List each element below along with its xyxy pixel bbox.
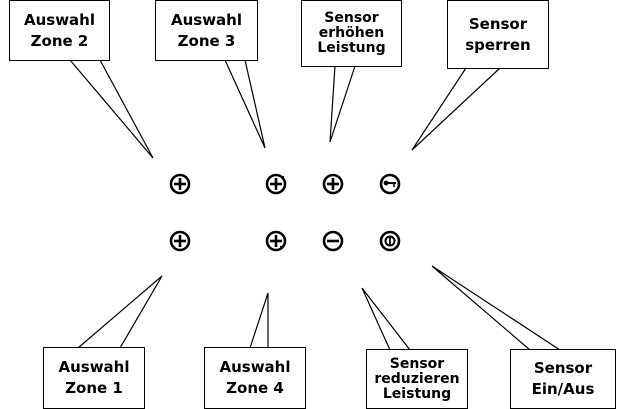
zone-1-select-button[interactable] [169, 230, 191, 252]
callout-pointer-zone3 [224, 59, 266, 149]
callout-pointer-lock [411, 67, 501, 151]
zone-2-select-button[interactable] [169, 173, 191, 195]
callout-zone2-label: Auswahl Zone 2 [23, 10, 95, 50]
callout-increase: Sensor erhöhen Leistung [301, 0, 402, 67]
callout-zone4-label: Auswahl Zone 4 [219, 358, 291, 397]
zone-4-select-button[interactable] [265, 230, 287, 252]
callout-zone1: Auswahl Zone 1 [43, 347, 145, 409]
callout-pointer-decrease [361, 287, 411, 351]
callout-lock: Sensor sperren [447, 0, 549, 69]
callout-pointer-increase [329, 65, 356, 143]
callout-increase-label: Sensor erhöhen Leistung [317, 10, 386, 56]
callout-pointer-onoff [431, 265, 561, 351]
callout-pointer-zone4 [249, 292, 269, 349]
callout-zone3: Auswahl Zone 3 [155, 0, 258, 61]
callout-zone3-label: Auswahl Zone 3 [170, 10, 242, 50]
callout-onoff-label: Sensor Ein/Aus [531, 359, 595, 398]
callout-zone1-label: Auswahl Zone 1 [58, 358, 130, 397]
lock-button[interactable] [379, 173, 401, 195]
callout-pointer-zone2 [69, 59, 154, 159]
increase-button[interactable] [322, 173, 344, 195]
callout-decrease: Sensor reduzieren Leistung [366, 349, 468, 409]
callout-zone2: Auswahl Zone 2 [9, 0, 110, 61]
callout-zone4: Auswahl Zone 4 [204, 347, 306, 409]
callout-lock-label: Sensor sperren [465, 14, 531, 54]
power-button[interactable] [379, 230, 401, 252]
zone-3-select-button[interactable] [265, 173, 287, 195]
decrease-button[interactable] [322, 230, 344, 252]
callout-pointer-zone1 [77, 275, 163, 349]
callout-onoff: Sensor Ein/Aus [510, 349, 616, 409]
callout-decrease-label: Sensor reduzieren Leistung [374, 355, 460, 402]
